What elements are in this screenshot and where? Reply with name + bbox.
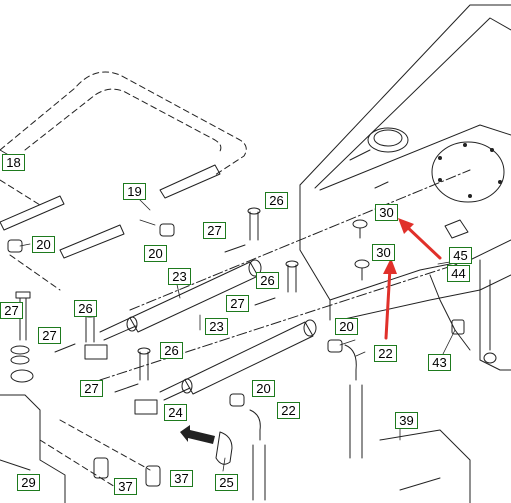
callout-27-b: 27 [226,295,249,312]
red-arrow-head-upper [398,218,414,234]
callout-19: 19 [123,183,146,200]
clevis-pin-26-top [247,207,261,241]
elbow-22-lower [249,409,261,441]
callout-37-left: 37 [114,478,137,495]
cotter-pin-d [114,383,139,393]
callout-43: 43 [428,354,451,371]
round-plate-bolts [438,143,502,198]
callout-27-e: 27 [80,380,103,397]
fitting-37-left [93,457,109,479]
callout-27-a: 27 [203,222,226,239]
round-plate [431,141,505,203]
callout-39: 39 [395,412,418,429]
callout-27-c: 27 [0,302,23,319]
washer-30-lower [354,259,370,269]
frame-left [0,394,66,503]
callout-26-lower: 26 [160,342,183,359]
callout-18: 18 [2,154,25,171]
dashed-cover-outline [0,71,247,176]
callout-23-lower: 23 [205,318,228,335]
hydraulic-cylinder-lower [159,319,317,401]
pivot-centerline [129,169,471,311]
cotter-pin-b [254,297,276,306]
washer-30-upper [352,219,368,229]
frame-slot-a [349,149,371,161]
filler-cap [367,127,409,153]
frame-lower [329,239,511,301]
clevis-block-24 [134,399,158,415]
highlight-arrows [383,218,442,340]
cotter-pin-c [54,343,76,353]
frame-right-hole [483,352,497,364]
hose-lower-down [252,444,266,501]
washers-left [10,345,34,383]
frame-bracket [429,274,471,351]
callout-30-upper: 30 [375,204,398,221]
callout-30-lower: 30 [372,244,395,261]
dashed-lower-plate [39,419,151,491]
callout-20-left: 20 [32,236,55,253]
callout-37-right: 37 [170,470,193,487]
fitting-20-right [327,339,343,353]
filler-cap-inner [373,129,403,147]
callout-45: 45 [449,247,472,264]
callout-29: 29 [17,474,40,491]
clevis-pin-26-lower [137,347,151,381]
callout-27-d: 27 [38,327,61,344]
callout-26-left: 26 [74,300,97,317]
bolt-43 [451,319,465,335]
frame-top-edge [299,4,511,186]
plate-39 [379,429,471,503]
clevis-pin-26-mid [285,260,299,293]
frame-top-edge-2 [314,17,511,189]
fitting-37-right [145,465,161,487]
callout-20-mid: 20 [144,245,167,262]
bolt-left [15,291,31,341]
callout-22-right: 22 [374,345,397,362]
frame-plate [319,124,511,191]
pivot-centerline-2 [99,259,471,381]
dashed-cover-lower [0,179,61,291]
callout-25: 25 [215,474,238,491]
fitting-20-lower [229,393,245,407]
red-arrow-to-30-upper [403,223,442,260]
elbow-22-right [344,344,357,381]
hose-assembly-left [0,164,221,259]
callout-20-right: 20 [335,318,358,335]
hose-right-down [349,384,363,459]
cotter-pin-a [224,244,246,253]
red-arrow-to-30-lower [384,266,392,340]
red-arrow-head-lower [383,258,397,274]
callout-20-lower: 20 [252,380,275,397]
callout-44: 44 [447,265,470,282]
callout-26-mid: 26 [256,272,279,289]
callout-24: 24 [164,404,187,421]
callout-22-lower: 22 [277,402,300,419]
callout-23-upper: 23 [168,268,191,285]
frame-side [299,184,331,321]
frame-lower-2 [339,274,511,321]
dashed-cover-inner [24,88,222,155]
bracket-25 [215,431,233,465]
frame-right-post [479,259,511,371]
fitting-20-mid [159,223,175,237]
frame-slot-b [374,181,389,189]
direction-arrow [180,425,215,444]
callout-26-top: 26 [265,192,288,209]
clevis-block-left [84,344,108,360]
frame-tab [444,219,469,239]
